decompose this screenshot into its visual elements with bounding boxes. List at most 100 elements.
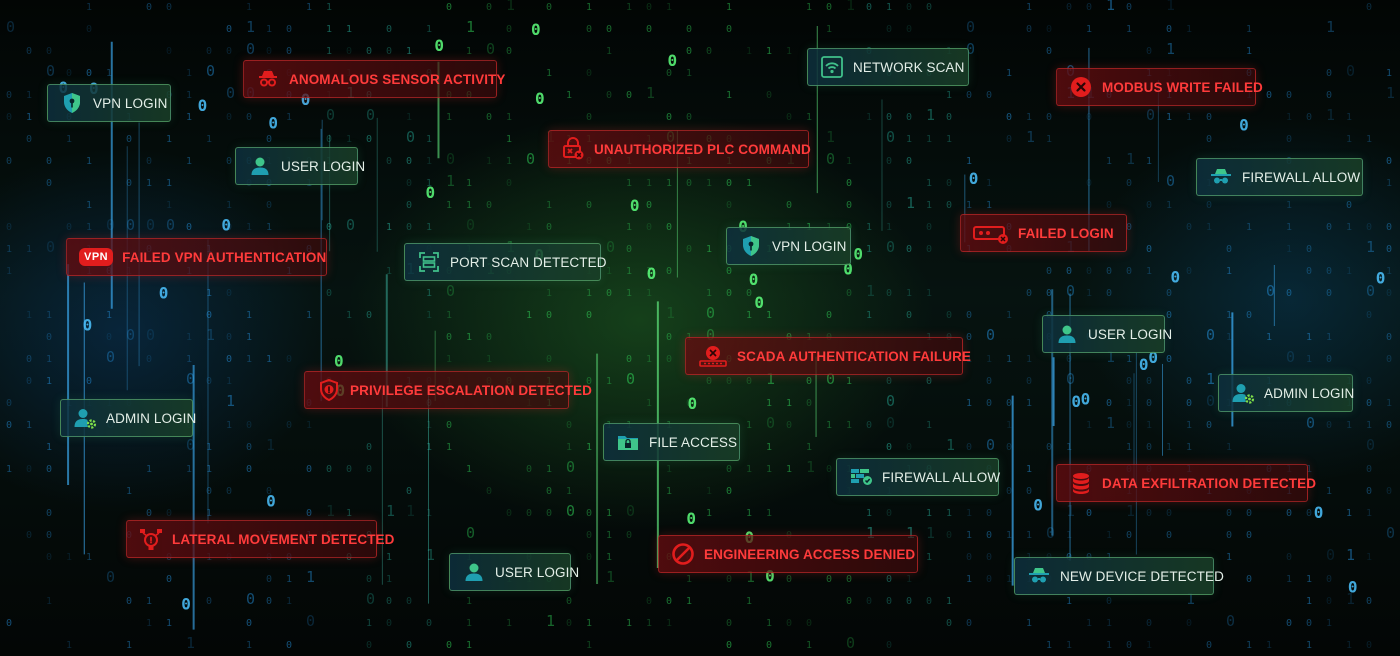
event-label: PORT SCAN DETECTED [450,254,607,270]
event-label: DATA EXFILTRATION DETECTED [1102,475,1317,491]
svg-text:0: 0 [566,618,572,629]
svg-text:1: 1 [746,310,752,321]
event-user-login[interactable]: USER LOGIN [235,147,365,185]
svg-text:0: 0 [826,150,835,168]
svg-text:1: 1 [466,596,472,607]
svg-text:1: 1 [806,112,812,123]
svg-text:0: 0 [1126,376,1132,387]
svg-text:0: 0 [626,244,632,255]
event-data-exfiltration-detected[interactable]: DATA EXFILTRATION DETECTED [1056,464,1316,502]
svg-text:1: 1 [1286,222,1292,233]
svg-text:0: 0 [1306,112,1312,123]
event-anomalous-sensor-activity[interactable]: ANOMALOUS SENSOR ACTIVITY [243,60,505,98]
event-user-login[interactable]: USER LOGIN [449,553,579,591]
svg-text:0: 0 [566,596,572,607]
svg-text:0: 0 [1376,268,1386,287]
event-new-device-detected[interactable]: NEW DEVICE DETECTED [1014,557,1224,595]
svg-text:0: 0 [906,24,912,35]
svg-text:1: 1 [1266,640,1272,651]
event-firewall-allow[interactable]: FIREWALL ALLOW [836,458,1000,496]
event-admin-login[interactable]: ADMIN LOGIN [1218,374,1354,412]
svg-text:1: 1 [1226,552,1232,563]
svg-text:0: 0 [106,568,115,586]
svg-text:0: 0 [1081,389,1091,408]
event-lateral-movement-detected[interactable]: LATERAL MOVEMENT DETECTED [126,520,394,558]
svg-text:0: 0 [1006,398,1012,409]
event-user-login[interactable]: USER LOGIN [1042,315,1172,353]
svg-text:0: 0 [826,370,835,388]
event-file-access[interactable]: FILE ACCESS [603,423,740,461]
event-failed-login[interactable]: FAILED LOGIN [960,214,1127,252]
svg-text:0: 0 [434,36,444,55]
svg-text:1: 1 [346,134,352,145]
svg-text:0: 0 [366,574,372,585]
svg-text:1: 1 [1186,420,1192,431]
svg-text:1: 1 [906,574,912,585]
svg-text:0: 0 [526,508,532,519]
scan-frame-icon [417,250,441,274]
svg-text:0: 0 [626,90,632,101]
svg-text:0: 0 [6,156,12,167]
svg-text:0: 0 [1226,244,1232,255]
event-vpn-login[interactable]: VPN LOGIN [47,84,171,122]
svg-text:1: 1 [86,2,92,13]
svg-text:0: 0 [906,2,912,13]
svg-text:1: 1 [706,288,712,299]
svg-text:1: 1 [846,0,855,14]
svg-text:0: 0 [126,134,132,145]
svg-text:1: 1 [926,200,932,211]
event-network-scan[interactable]: NETWORK SCAN [807,48,969,86]
svg-text:1: 1 [726,2,732,13]
svg-text:1: 1 [1126,442,1132,453]
svg-text:1: 1 [86,200,92,211]
svg-text:0: 0 [706,46,712,57]
svg-text:1: 1 [226,420,232,431]
event-unauthorized-plc-command[interactable]: UNAUTHORIZED PLC COMMAND [548,130,811,168]
svg-text:1: 1 [1126,502,1135,520]
svg-text:0: 0 [26,354,32,365]
svg-text:1: 1 [1186,24,1192,35]
svg-text:1: 1 [206,508,212,519]
svg-text:1: 1 [1206,370,1215,388]
svg-text:1: 1 [886,222,892,233]
svg-text:1: 1 [1086,618,1092,629]
event-firewall-allow[interactable]: FIREWALL ALLOW [1196,158,1363,196]
svg-text:0: 0 [268,113,278,132]
svg-text:1: 1 [786,398,792,409]
event-failed-vpn-authentication[interactable]: VPN FAILED VPN AUTHENTICATION [66,238,327,276]
svg-text:0: 0 [1286,288,1292,299]
event-engineering-access-denied[interactable]: ENGINEERING ACCESS DENIED [658,535,918,573]
svg-text:1: 1 [306,568,315,586]
event-admin-login[interactable]: ADMIN LOGIN [60,399,196,437]
svg-text:0: 0 [1106,398,1112,409]
svg-text:1: 1 [1166,200,1172,211]
svg-text:0: 0 [1326,222,1332,233]
event-privilege-escalation-detected[interactable]: PRIVILEGE ESCALATION DETECTED [304,371,592,409]
svg-text:0: 0 [1026,24,1032,35]
svg-text:1: 1 [926,552,932,563]
svg-text:1: 1 [1166,40,1175,58]
svg-text:0: 0 [326,464,332,475]
svg-text:0: 0 [686,398,692,409]
svg-text:1: 1 [1226,310,1232,321]
svg-text:0: 0 [765,567,775,586]
svg-text:1: 1 [526,222,532,233]
event-label: ENGINEERING ACCESS DENIED [704,546,916,562]
event-modbus-write-failed[interactable]: MODBUS WRITE FAILED [1056,68,1263,106]
event-vpn-login[interactable]: VPN LOGIN [726,227,851,265]
svg-text:0: 0 [1126,640,1132,651]
svg-text:1: 1 [386,552,392,563]
svg-text:1: 1 [1226,332,1232,343]
svg-text:1: 1 [906,194,915,212]
event-scada-authentication-failure[interactable]: SCADA AUTHENTICATION FAILURE [685,337,971,375]
svg-text:0: 0 [46,552,52,563]
svg-text:0: 0 [586,112,592,123]
event-port-scan-detected[interactable]: PORT SCAN DETECTED [404,243,606,281]
svg-text:1: 1 [1386,84,1395,102]
svg-text:0: 0 [46,62,55,80]
svg-text:1: 1 [66,640,72,651]
svg-text:0: 0 [486,112,492,123]
svg-text:0: 0 [986,326,995,344]
svg-text:1: 1 [1366,238,1375,256]
svg-text:1: 1 [1026,618,1032,629]
